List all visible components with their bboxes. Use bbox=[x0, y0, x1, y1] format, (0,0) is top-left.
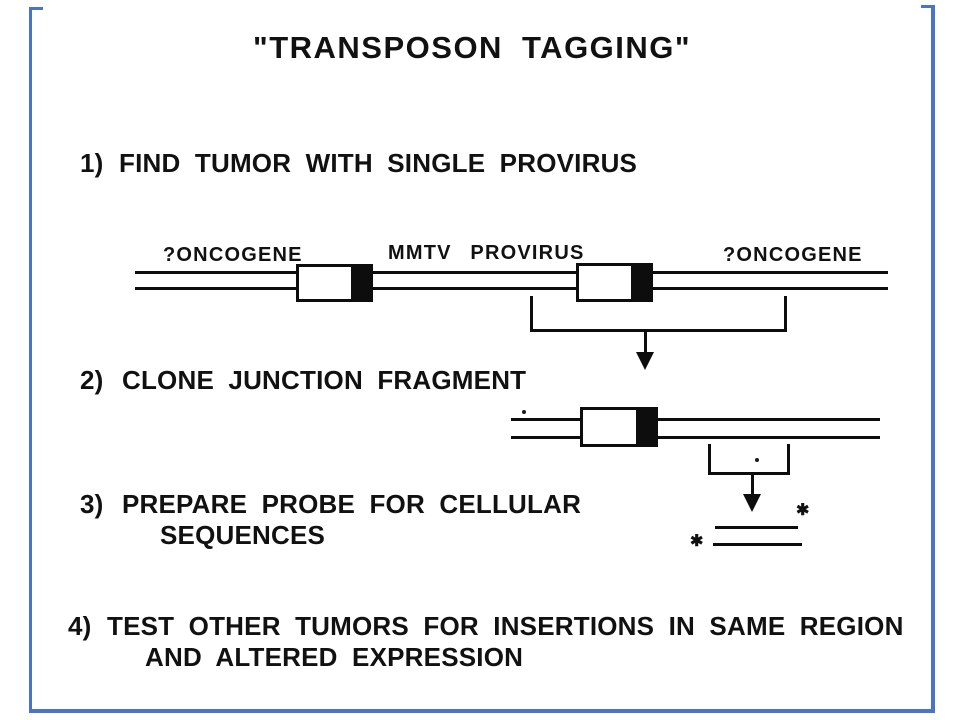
step3-number: 3) bbox=[80, 489, 104, 519]
arrow1-stem bbox=[644, 330, 647, 353]
step1-number: 1) bbox=[80, 148, 104, 178]
step3-text-line2: SEQUENCES bbox=[160, 520, 326, 550]
fragment-line-bottom bbox=[511, 436, 880, 439]
provirus-ltr-black-end bbox=[631, 266, 650, 299]
frame-right-edge bbox=[931, 5, 935, 711]
fragment-line-top bbox=[511, 418, 880, 421]
radiolabel-star-top: ✱ bbox=[796, 502, 810, 519]
chromosome-line-bottom bbox=[135, 287, 888, 290]
step3-text: PREPARE PROBE FOR CELLULAR bbox=[122, 489, 582, 519]
arrow1-head bbox=[636, 352, 654, 370]
mmtv-provirus-label: MMTV PROVIRUS bbox=[388, 242, 585, 264]
frame-left-edge bbox=[29, 7, 32, 710]
speck-dot bbox=[522, 410, 526, 414]
probe-bracket bbox=[708, 444, 790, 475]
step1-text: FIND TUMOR WITH SINGLE PROVIRUS bbox=[119, 148, 638, 178]
junction-bracket-1 bbox=[530, 296, 787, 332]
radiolabel-star-bottom: ✱ bbox=[690, 533, 704, 550]
provirus-box-right bbox=[576, 263, 653, 302]
frame-bottom-edge bbox=[29, 709, 935, 713]
bracket-dot bbox=[755, 458, 759, 462]
provirus-ltr-black-end bbox=[636, 410, 655, 444]
page-title: "TRANSPOSON TAGGING" bbox=[253, 30, 692, 65]
oncogene-right-label: ?ONCOGENE bbox=[723, 244, 863, 266]
oncogene-left-label: ?ONCOGENE bbox=[163, 244, 303, 266]
step2-text: CLONE JUNCTION FRAGMENT bbox=[122, 365, 527, 395]
fragment-provirus-box bbox=[580, 407, 658, 447]
step4-text-line2: AND ALTERED EXPRESSION bbox=[145, 642, 524, 672]
step2-number: 2) bbox=[80, 365, 104, 395]
arrow2-stem bbox=[751, 473, 754, 495]
arrow2-head bbox=[743, 494, 761, 512]
probe-line-bottom bbox=[713, 543, 802, 546]
step4-number: 4) bbox=[68, 611, 92, 641]
provirus-box-left bbox=[296, 264, 373, 302]
probe-line-top bbox=[715, 526, 798, 529]
provirus-ltr-black-end bbox=[351, 267, 370, 299]
frame-top-left-stub bbox=[29, 7, 43, 10]
chromosome-line-top bbox=[135, 271, 888, 274]
step4-text: TEST OTHER TUMORS FOR INSERTIONS IN SAME… bbox=[107, 611, 904, 641]
frame-top-right-stub bbox=[921, 5, 935, 8]
